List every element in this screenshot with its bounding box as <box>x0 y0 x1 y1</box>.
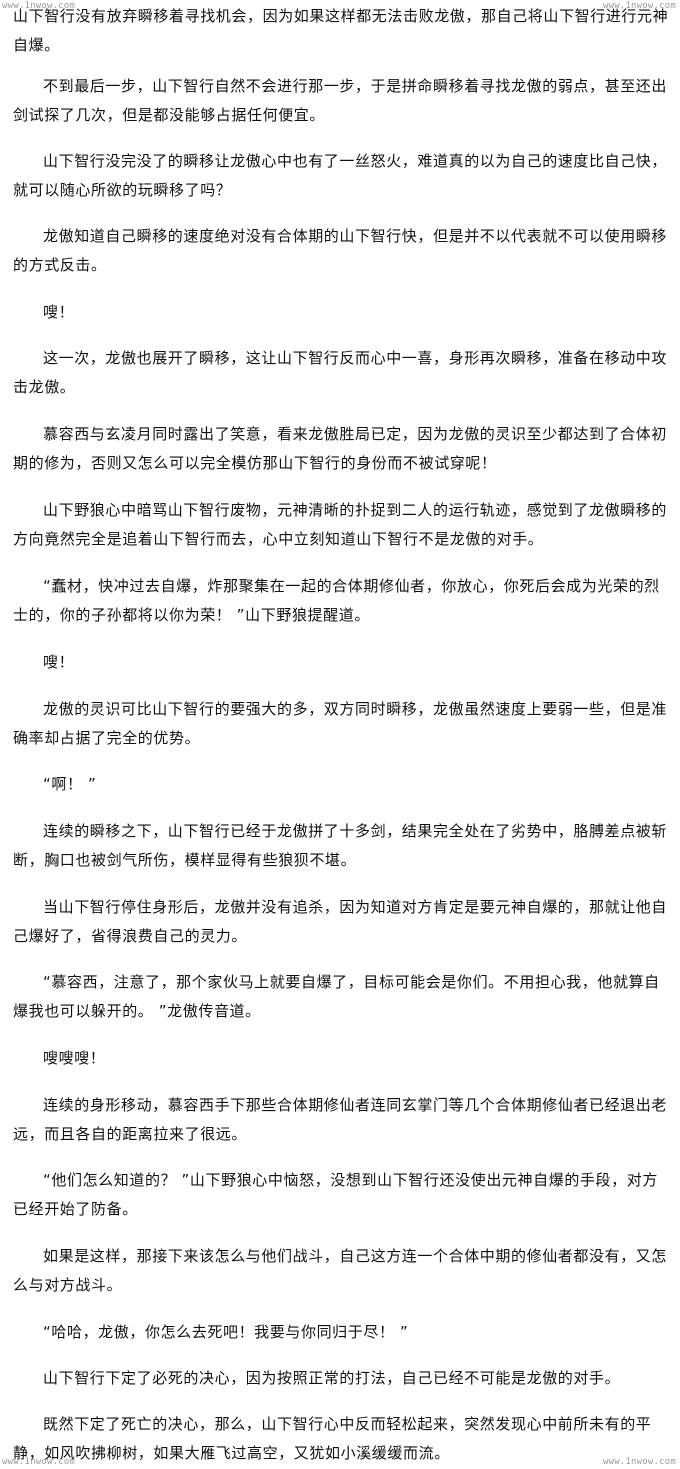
paragraph-15: “慕容西，注意了，那个家伙马上就要自爆了，目标可能会是你们。不用担心我，他就算自… <box>13 973 660 1020</box>
paragraph-16: 嗖嗖嗖！ <box>43 1049 106 1067</box>
paragraph-3: 山下智行没完没了的瞬移让龙傲心中也有了一丝怒火，难道真的以为自己的速度比自己快，… <box>13 152 668 199</box>
paragraph-17: 连续的身形移动，慕容西手下那些合体期修仙者连同玄掌门等几个合体期修仙者已经退出老… <box>13 1096 668 1143</box>
paragraph-6: 这一次，龙傲也展开了瞬移，这让山下智行反而心中一喜，身形再次瞬移，准备在移动中攻… <box>13 349 668 396</box>
paragraph-1: 山下智行没有放弃瞬移着寻找机会，因为如果这样都无法击败龙傲，那自己将山下智行进行… <box>13 7 669 54</box>
paragraph-8: 山下野狼心中暗骂山下智行废物，元神清晰的扑捉到二人的运行轨迹，感觉到了龙傲瞬移的… <box>13 501 668 548</box>
paragraph-19: 如果是这样，那接下来该怎么与他们战斗，自己这方连一个合体中期的修仙者都没有，又怎… <box>13 1247 668 1294</box>
paragraph-18: “他们怎么知道的？ ”山下野狼心中恼怒，没想到山下智行还没使出元神自爆的手段，对… <box>13 1171 658 1218</box>
paragraph-11: 龙傲的灵识可比山下智行的要强大的多，双方同时瞬移，龙傲虽然速度上要弱一些，但是准… <box>13 700 668 747</box>
paragraph-20: “哈哈，龙傲，你怎么去死吧！我要与你同归于尽！ ” <box>43 1323 409 1341</box>
watermark-top-left: www.1nwow.com <box>2 1 76 11</box>
watermark-bottom-left: www.1nwow.com <box>2 1457 76 1467</box>
paragraph-14: 当山下智行停住身形后，龙傲并没有追杀，因为知道对方肯定是要元神自爆的，那就让他自… <box>13 898 668 945</box>
paragraph-10: 嗖！ <box>43 653 75 671</box>
paragraph-12: “啊！ ” <box>43 775 97 793</box>
paragraph-9: “蠢材，快冲过去自爆，炸那聚集在一起的合体期修仙者，你放心，你死后会成为光荣的烈… <box>13 577 660 624</box>
paragraph-7: 慕容西与玄凌月同时露出了笑意，看来龙傲胜局已定，因为龙傲的灵识至少都达到了合体初… <box>13 425 668 472</box>
watermark-bottom-right: www.1nwow.com <box>602 1457 676 1467</box>
paragraph-13: 连续的瞬移之下，山下智行已经于龙傲拼了十多剑，结果完全处在了劣势中，胳膊差点被斩… <box>13 822 668 869</box>
paragraph-5: 嗖！ <box>43 303 75 321</box>
watermark-top-right: www.1nwow.com <box>602 1 676 11</box>
paragraph-4: 龙傲知道自己瞬移的速度绝对没有合体期的山下智行快，但是并不以代表就不可以使用瞬移… <box>13 227 668 274</box>
paragraph-22: 既然下定了死亡的决心，那么，山下智行心中反而轻松起来，突然发现心中前所未有的平静… <box>13 1415 652 1462</box>
paragraph-2: 不到最后一步，山下智行自然不会进行那一步，于是拼命瞬移着寻找龙傲的弱点，甚至还出… <box>13 77 668 124</box>
paragraph-21: 山下智行下定了必死的决心，因为按照正常的打法，自己已经不可能是龙傲的对手。 <box>43 1369 621 1387</box>
